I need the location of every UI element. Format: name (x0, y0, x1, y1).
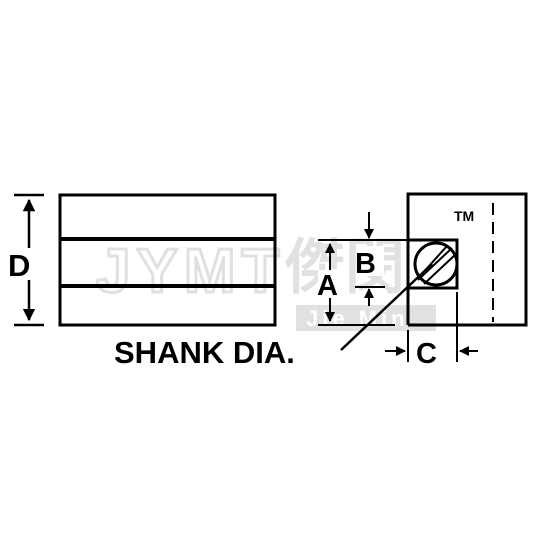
svg-text:JYMT: JYMT (96, 237, 285, 306)
trademark-text: TM (454, 208, 474, 224)
label-a: A (317, 270, 338, 302)
svg-text:傑閔: 傑閔 (284, 234, 405, 301)
label-b: B (355, 248, 376, 280)
shank-leader-line (340, 263, 433, 351)
shank-circle (413, 241, 459, 287)
side-view (58, 193, 277, 327)
label-d: D (8, 248, 30, 283)
svg-text:Jie Min: Jie Min (306, 306, 409, 331)
label-shank-dia: SHANK DIA. (114, 335, 295, 370)
watermark-logo: JYMT 傑閔 Jie Min (95, 234, 436, 331)
dimension-b (355, 212, 385, 306)
label-c: C (416, 338, 437, 370)
dimension-c (385, 292, 478, 362)
